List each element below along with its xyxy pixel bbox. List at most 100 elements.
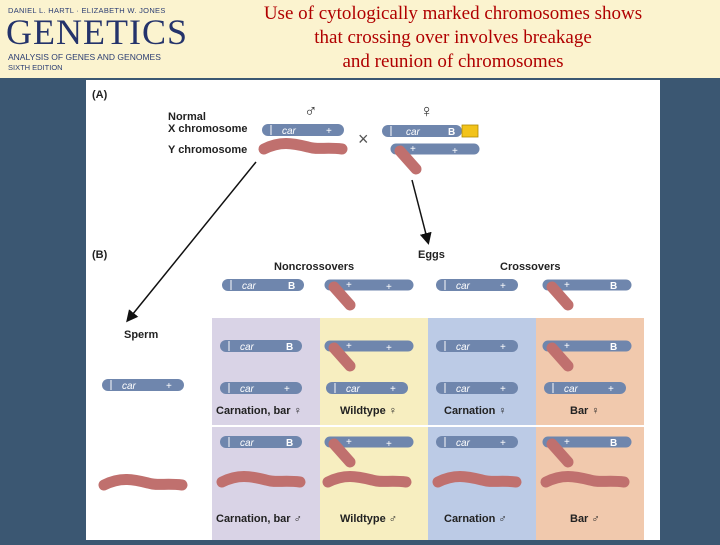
marker-knob <box>461 124 479 138</box>
allele-plus-label: + <box>500 438 506 449</box>
allele-b-label: B <box>610 342 617 353</box>
male-x-chromosome: car + <box>261 123 345 137</box>
sperm-label: Sperm <box>124 329 158 341</box>
allele-plus-label: + <box>346 280 352 291</box>
slide-title: Use of cytologically marked chromosomes … <box>190 2 716 74</box>
offspring-f3-sperm-x: car + <box>435 381 519 395</box>
offspring-f4-sperm-x: car + <box>543 381 627 395</box>
allele-b-label: B <box>286 438 293 449</box>
allele-plus-label: + <box>346 437 352 448</box>
allele-car-label: car <box>122 381 137 392</box>
offspring-m1-sperm-y <box>222 477 300 483</box>
arrow-to-sperm <box>126 161 257 323</box>
allele-plus-label: + <box>500 281 506 292</box>
logo-edition: SIXTH EDITION <box>8 63 63 72</box>
allele-plus-label: + <box>564 280 570 291</box>
female-x-chromosome-car-b: car B <box>382 125 462 138</box>
allele-plus-label: + <box>500 342 506 353</box>
logo-subtitle: ANALYSIS OF GENES AND GENOMES <box>8 52 161 62</box>
column-carnation-bar <box>212 318 320 540</box>
book-logo: DANIEL L. HARTL · ELIZABETH W. JONES GEN… <box>4 4 187 72</box>
sperm-x-chromosome: car + <box>101 378 185 392</box>
allele-plus-label: + <box>386 439 392 450</box>
normal-label: Normal <box>168 111 206 123</box>
logo-wordmark: GENETICS <box>6 12 188 52</box>
slide-header: DANIEL L. HARTL · ELIZABETH W. JONES GEN… <box>0 0 720 78</box>
allele-car-label: car <box>456 438 471 449</box>
allele-plus-label: + <box>500 384 506 395</box>
allele-plus-label: + <box>386 343 392 354</box>
phenotype-female-carnation: Carnation ♀ <box>444 405 507 417</box>
phenotype-male-carnation-bar: Carnation, bar ♂ <box>216 513 302 525</box>
y-chromosome-label: Y chromosome <box>168 144 247 156</box>
allele-car-label: car <box>564 384 579 395</box>
offspring-f3-egg: car + <box>435 339 519 353</box>
logo-authors: DANIEL L. HARTL · ELIZABETH W. JONES <box>8 6 166 15</box>
crossover-figure: (A) Normal X chromosome Y chromosome ♂ ♀… <box>86 80 660 540</box>
slide-title-line-1: Use of cytologically marked chromosomes … <box>263 3 643 24</box>
allele-plus-label: + <box>564 341 570 352</box>
allele-plus-label: + <box>410 144 416 155</box>
phenotype-male-bar: Bar ♂ <box>570 513 600 525</box>
allele-car-label: car <box>406 127 421 138</box>
allele-plus-label: + <box>284 384 290 395</box>
phenotype-male-carnation: Carnation ♂ <box>444 513 507 525</box>
allele-b-label: B <box>610 438 617 449</box>
allele-car-label: car <box>346 384 361 395</box>
phenotype-female-wildtype: Wildtype ♀ <box>340 405 397 417</box>
cross-symbol: × <box>358 129 369 149</box>
phenotype-female-bar: Bar ♀ <box>570 405 600 417</box>
sperm-y-chromosome <box>104 480 182 486</box>
offspring-f4-egg: + B <box>542 340 632 372</box>
male-y-chromosome <box>264 144 342 150</box>
panel-a-label: (A) <box>92 89 108 101</box>
offspring-m1-egg: car B <box>219 435 303 449</box>
allele-car-label: car <box>282 126 297 137</box>
arrow-to-eggs <box>411 179 432 245</box>
allele-car-label: car <box>242 281 257 292</box>
allele-b-label: B <box>448 127 455 138</box>
offspring-f1-egg: car B <box>219 339 303 353</box>
allele-car-label: car <box>240 342 255 353</box>
offspring-f1-sperm-x: car + <box>219 381 303 395</box>
egg-chromosome-car-b: car B <box>221 278 305 292</box>
male-symbol: ♂ <box>304 101 318 121</box>
crossover-diagram: (A) Normal X chromosome Y chromosome ♂ ♀… <box>92 89 644 540</box>
allele-car-label: car <box>456 384 471 395</box>
x-chromosome-label: X chromosome <box>168 123 247 135</box>
phenotype-male-wildtype: Wildtype ♂ <box>340 513 397 525</box>
offspring-f2-egg: + + <box>324 340 414 372</box>
allele-car-label: car <box>456 281 471 292</box>
noncrossovers-label: Noncrossovers <box>274 261 354 273</box>
allele-plus-label: + <box>346 341 352 352</box>
allele-plus-label: + <box>452 146 458 157</box>
allele-b-label: B <box>286 342 293 353</box>
offspring-f2-sperm-x: car + <box>325 381 409 395</box>
allele-car-label: car <box>240 384 255 395</box>
female-x-chromosome-wildtype: + + <box>390 143 480 175</box>
allele-plus-label: + <box>386 282 392 293</box>
allele-b-label: B <box>288 281 295 292</box>
egg-chromosome-wildtype: + + <box>324 279 414 311</box>
allele-plus-label: + <box>390 384 396 395</box>
allele-plus-label: + <box>166 381 172 392</box>
panel-b-label: (B) <box>92 249 108 261</box>
allele-plus-label: + <box>564 437 570 448</box>
allele-plus-label: + <box>326 126 332 137</box>
egg-chromosome-car-plus: car + <box>435 278 519 292</box>
offspring-m3-egg: car + <box>435 435 519 449</box>
allele-b-label: B <box>610 281 617 292</box>
allele-car-label: car <box>240 438 255 449</box>
slide-title-line-3: and reunion of chromosomes <box>342 51 564 72</box>
eggs-label: Eggs <box>418 249 445 261</box>
phenotype-female-carnation-bar: Carnation, bar ♀ <box>216 405 302 417</box>
offspring-m4-egg: + B <box>542 436 632 468</box>
female-symbol: ♀ <box>420 101 434 121</box>
offspring-m4-sperm-y <box>546 477 624 483</box>
offspring-m3-sperm-y <box>438 477 516 483</box>
egg-chromosome-plus-b: + B <box>542 279 632 311</box>
crossovers-label: Crossovers <box>500 261 561 273</box>
offspring-m2-sperm-y <box>328 477 406 483</box>
offspring-m2-egg: + + <box>324 436 414 468</box>
allele-car-label: car <box>456 342 471 353</box>
